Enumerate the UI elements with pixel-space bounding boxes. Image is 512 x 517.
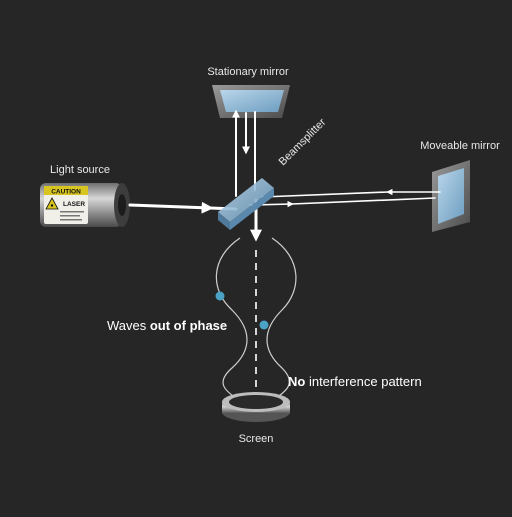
laser-label-text: LASER xyxy=(63,201,85,208)
returning-beam-path xyxy=(261,191,389,198)
beamsplitter-label: Beamsplitter xyxy=(277,116,329,168)
stationary-mirror xyxy=(212,85,290,118)
waves-prefix: Waves xyxy=(107,318,150,333)
laser-warning-icon xyxy=(45,197,59,210)
waves-phase-caption: Waves out of phase xyxy=(107,318,227,333)
screen-label: Screen xyxy=(239,433,274,445)
interference-caption: No interference pattern xyxy=(288,374,422,389)
beamsplitter xyxy=(218,178,274,230)
laser-source: CAUTION LASER xyxy=(40,183,130,227)
wave-phase-dot-right xyxy=(259,320,269,330)
laser-caution-text: CAUTION xyxy=(51,189,81,196)
screen xyxy=(222,392,290,422)
wave-phase-dot-left xyxy=(215,291,225,301)
light-source-label: Light source xyxy=(50,164,110,176)
pattern-suffix: interference pattern xyxy=(305,374,421,389)
moveable-mirror xyxy=(432,160,470,232)
stationary-mirror-label: Stationary mirror xyxy=(207,66,289,78)
input-beam xyxy=(128,201,214,214)
wave-right xyxy=(266,237,297,399)
transmitted-beam-path xyxy=(291,197,436,205)
waves-bold: out of phase xyxy=(150,318,227,333)
wave-left xyxy=(215,237,248,399)
light-beams xyxy=(128,109,441,242)
moveable-mirror-label: Moveable mirror xyxy=(420,140,500,152)
pattern-bold: No xyxy=(288,374,305,389)
wave-pair xyxy=(215,237,297,399)
